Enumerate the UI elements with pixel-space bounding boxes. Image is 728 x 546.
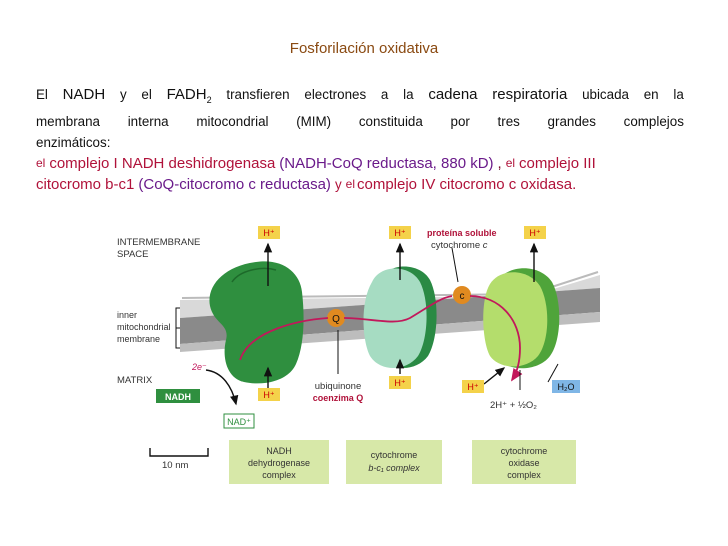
electron-path: [239, 317, 329, 361]
word: ubicada: [582, 87, 629, 102]
word: transfieren: [226, 87, 290, 102]
word: cadena: [428, 86, 478, 103]
intermembrane-label: SPACE: [117, 249, 149, 260]
svg-text:cytochrome: cytochrome: [501, 446, 548, 456]
coenzima-q-label: coenzima Q: [313, 393, 364, 403]
complex-iv-label-box: cytochrome oxidase complex: [472, 440, 576, 484]
svg-text:NADH: NADH: [165, 392, 191, 402]
complex-iii-shape: [363, 266, 437, 368]
membrane-bracket: [175, 307, 180, 349]
word: respiratoria: [492, 86, 568, 103]
fadh2-term: FADH2: [166, 86, 212, 105]
complex-iv-shape: [483, 268, 560, 369]
hplus-box: H⁺: [524, 226, 546, 239]
page-title: Fosforilación oxidativa: [289, 40, 439, 57]
ubiquinone-q: Q: [327, 309, 345, 327]
proteina-soluble-label: proteína soluble: [427, 228, 497, 238]
paragraph-line-3: enzimáticos:: [36, 135, 111, 150]
hplus-box: H⁺: [258, 226, 280, 239]
svg-text:b-c₁ complex: b-c₁ complex: [368, 463, 420, 473]
svg-text:oxidase: oxidase: [508, 458, 539, 468]
electron-path: [343, 295, 453, 323]
svg-text:dehydrogenase: dehydrogenase: [248, 458, 310, 468]
cytochrome-c-label: cytochrome c: [431, 240, 488, 251]
hplus-box: H⁺: [462, 380, 484, 393]
svg-text:H⁺: H⁺: [467, 382, 478, 392]
word: electrones: [304, 87, 367, 102]
svg-text:c: c: [460, 291, 465, 302]
electrons-label: 2e⁻: [191, 362, 207, 372]
cytochrome-c-ball: c: [453, 286, 471, 304]
word: a: [380, 87, 389, 102]
inner-membrane-label: membrane: [117, 334, 160, 344]
word: la: [403, 87, 414, 102]
electron-path: [469, 295, 523, 382]
nadh-box: NADH: [156, 389, 200, 403]
scale-bar: 10 nm: [149, 448, 209, 471]
complex-i-label-box: NADH dehydrogenase complex: [229, 440, 329, 484]
paragraph-line-1: El NADH y el FADH2 transfieren electrone…: [36, 84, 684, 111]
hplus-box: H⁺: [258, 388, 280, 401]
svg-text:H₂O: H₂O: [558, 382, 575, 392]
svg-text:H⁺: H⁺: [263, 228, 274, 238]
svg-text:NADH: NADH: [266, 446, 292, 456]
word: El: [36, 87, 48, 102]
svg-text:H⁺: H⁺: [394, 228, 405, 238]
electron-path: [205, 369, 239, 406]
word: el: [141, 87, 152, 102]
paragraph-line-4: el complejo I NADH deshidrogenasa (NADH-…: [36, 155, 596, 172]
hplus-box: H⁺: [389, 376, 411, 389]
nadh-term: NADH: [62, 86, 106, 103]
svg-text:cytochrome: cytochrome: [371, 450, 418, 460]
cytochrome-c-pointer: [451, 247, 459, 283]
svg-text:H⁺: H⁺: [529, 228, 540, 238]
inner-membrane-label: inner: [117, 310, 137, 320]
proton-arrow: [483, 367, 506, 385]
svg-text:NAD⁺: NAD⁺: [227, 417, 251, 427]
ubiquinone-label: ubiquinone: [315, 381, 362, 392]
description-paragraph: El NADH y el FADH2 transfieren electrone…: [36, 84, 684, 195]
svg-text:Q: Q: [332, 314, 340, 325]
intermembrane-label: INTERMEMBRANE: [117, 237, 200, 248]
h2o-pointer: [547, 363, 559, 383]
word: en: [643, 87, 659, 102]
inner-membrane-label: mitochondrial: [117, 322, 171, 332]
svg-text:10 nm: 10 nm: [162, 460, 188, 471]
svg-text:H⁺: H⁺: [394, 378, 405, 388]
complex-i-shape: [209, 261, 304, 384]
oxygen-reaction-label: 2H⁺ + ½O₂: [490, 400, 537, 411]
svg-text:complex: complex: [262, 470, 296, 480]
svg-text:H⁺: H⁺: [263, 390, 274, 400]
matrix-label: MATRIX: [117, 375, 153, 386]
word: y: [119, 87, 127, 102]
hplus-box: H⁺: [389, 226, 411, 239]
svg-text:complex: complex: [507, 470, 541, 480]
complex-iii-label-box: cytochrome b-c₁ complex: [346, 440, 442, 484]
nad-box: NAD⁺: [223, 413, 255, 429]
h2o-box: H₂O: [552, 380, 580, 393]
paragraph-line-5: citocromo b-c1 (CoQ-citocromo c reductas…: [36, 176, 577, 193]
word: la: [673, 87, 684, 102]
